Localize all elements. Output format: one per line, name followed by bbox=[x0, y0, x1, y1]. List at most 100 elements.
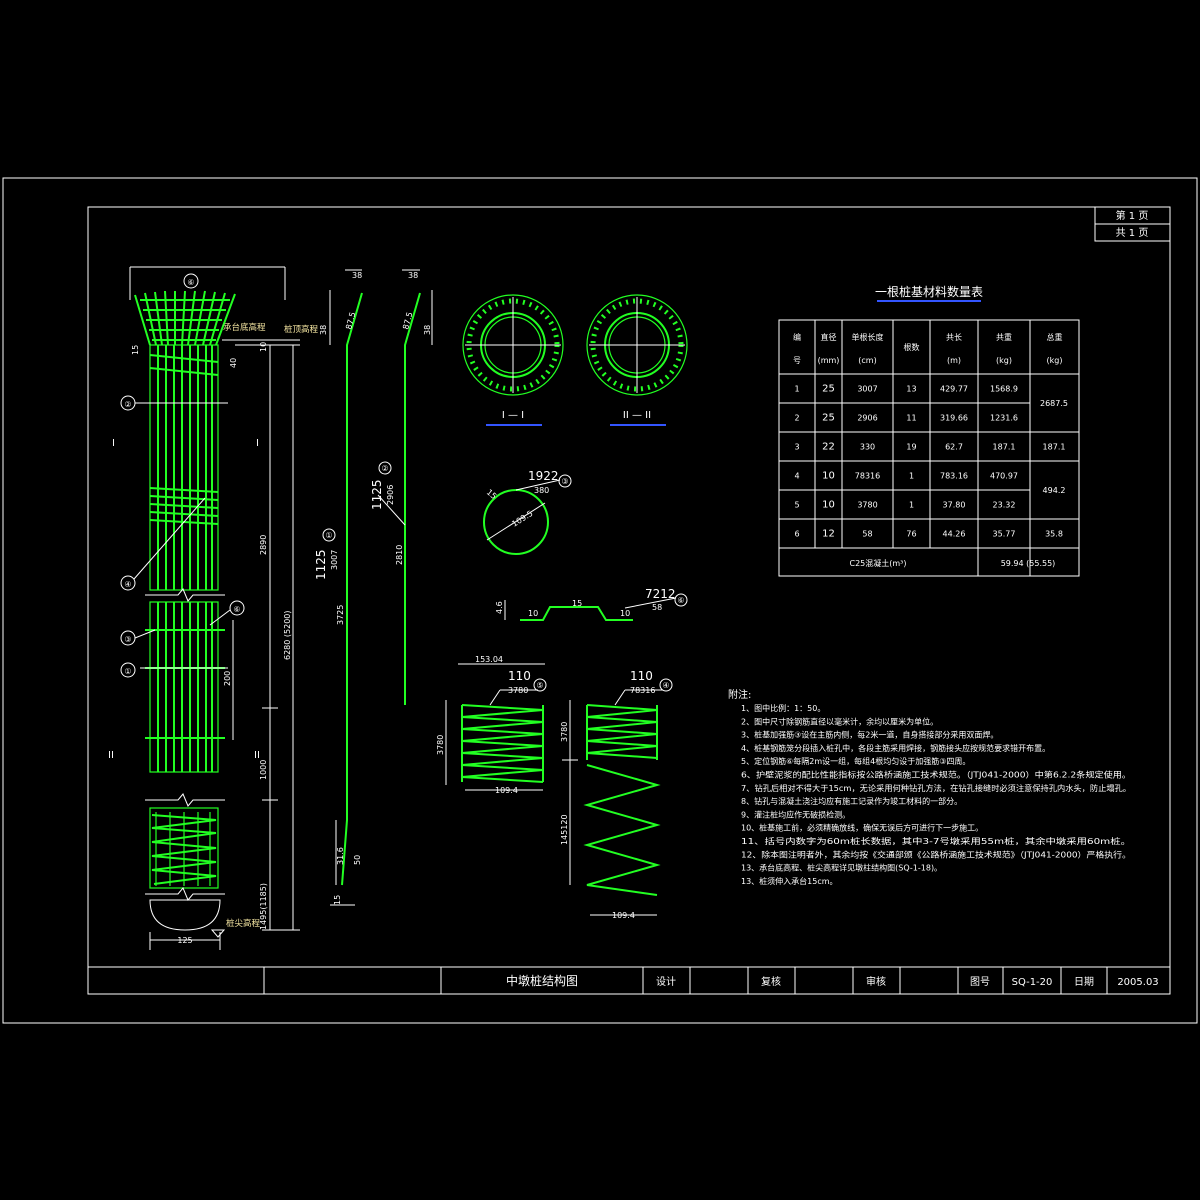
table-cell: 22 bbox=[822, 442, 835, 453]
note-item: 13、桩须伸入承台15cm。 bbox=[741, 876, 838, 886]
dim-40: 40 bbox=[229, 358, 238, 368]
table-cell: 4 bbox=[794, 472, 799, 481]
table-cell: 6 bbox=[794, 530, 799, 539]
table-cell: 187.1 bbox=[993, 443, 1016, 452]
table-cell: 5 bbox=[794, 501, 799, 510]
date-label: 日期 bbox=[1074, 976, 1094, 988]
table-cell: 2906 bbox=[857, 414, 877, 423]
table-cell: 470.97 bbox=[990, 472, 1018, 481]
bar1-hook-dim: 38 bbox=[319, 325, 328, 335]
spiral5-sub: 3780 bbox=[508, 686, 528, 695]
table-cell: 1 bbox=[909, 501, 914, 510]
pile-top-label: 桩顶高程 bbox=[284, 324, 319, 335]
table-cell: 3007 bbox=[857, 385, 877, 394]
spiral-5-detail: 153.04 3780 109.4 110 3780 ⑤ bbox=[436, 655, 547, 795]
note-item: 5、定位钢筋⑥每隔2m设一组，每组4根均匀设于加强筋③四周。 bbox=[741, 756, 970, 766]
stirrup-sub: 58 bbox=[652, 603, 662, 612]
table-cell: 1 bbox=[794, 385, 799, 394]
sheet-number: 第 1 页 bbox=[1116, 209, 1149, 222]
table-cell: 78316 bbox=[855, 472, 880, 481]
callout-3: ③ bbox=[124, 635, 131, 644]
table-cell: 10 bbox=[822, 471, 835, 482]
ring-sub: 380 bbox=[534, 486, 549, 495]
stirrup-callout: ⑥ bbox=[677, 596, 684, 605]
bar1-end: 15 bbox=[333, 895, 342, 905]
table-cell: 23.32 bbox=[993, 501, 1016, 510]
notes-title: 附注: bbox=[728, 688, 751, 701]
callout-1: ① bbox=[124, 667, 131, 676]
table-cell: 10 bbox=[822, 500, 835, 511]
table-title: 一根桩基材料数量表 bbox=[875, 284, 983, 299]
table-total: 35.8 bbox=[1045, 530, 1063, 539]
dim-total: 6280 (5200) bbox=[283, 610, 292, 660]
table-cell: 330 bbox=[860, 443, 875, 452]
pile-tip-label: 桩尖高程 bbox=[226, 918, 261, 929]
note-item: 7、钻孔后相对不得大于15cm，无论采用何种钻孔方法，在钻孔接缝时必须注意保持孔… bbox=[741, 783, 1131, 793]
callout-6-side: ⑥ bbox=[233, 605, 240, 614]
table-cell: 11 bbox=[906, 414, 916, 423]
stirrup-c: 10 bbox=[620, 609, 630, 618]
table-cell: 35.77 bbox=[993, 530, 1016, 539]
review-label: 复核 bbox=[761, 975, 781, 988]
table-cell: 37.80 bbox=[943, 501, 966, 510]
bar1-bdim: 50 bbox=[353, 855, 362, 865]
table-header: 总重 bbox=[1047, 332, 1063, 342]
table-header-unit: 号 bbox=[793, 356, 801, 365]
pile-elevation: ⑥ ② ④ ③ ① ⑥ I I II II 承台底高程 桩顶高程 桩尖高程 28 bbox=[108, 266, 319, 950]
table-cell: 2 bbox=[794, 414, 799, 423]
note-item: 13、承台底高程、桩尖高程详见墩柱结构图(SQ-1-18)。 bbox=[741, 863, 942, 873]
bar2-bend: 87.5 bbox=[401, 311, 414, 331]
section-mark-I-right: I bbox=[256, 438, 259, 449]
spiral4-h2: 145120 bbox=[560, 814, 569, 845]
table-header: 根数 bbox=[904, 342, 920, 352]
bar1-top-dim: 38 bbox=[352, 271, 362, 280]
table-total: 494.2 bbox=[1043, 486, 1066, 495]
bar1-sub: 3007 bbox=[330, 550, 339, 570]
table-header: 单根长度 bbox=[852, 332, 884, 342]
section-I-I: I — I bbox=[462, 294, 564, 426]
section-II-II: II — II bbox=[586, 294, 688, 426]
stirrup-h: 4.6 bbox=[495, 601, 504, 614]
table-cell: 1231.6 bbox=[990, 414, 1018, 423]
section-II-title: II — II bbox=[623, 410, 651, 421]
note-item: 1、图中比例：1：50。 bbox=[741, 703, 825, 713]
table-cell: 1568.9 bbox=[990, 385, 1018, 394]
bar2-length: 1125 bbox=[370, 479, 384, 510]
drawing-no: SQ-1-20 bbox=[1012, 977, 1053, 988]
bar1-callout: ① bbox=[325, 531, 332, 540]
sheet-total: 共 1 页 bbox=[1116, 227, 1149, 239]
page-counter: 第 1 页 共 1 页 bbox=[1094, 206, 1171, 242]
notes: 附注: 1、图中比例：1：50。2、图中尺寸除钢筋直径以毫米计，余均以厘米为单位… bbox=[728, 688, 1131, 886]
table-cell: 19 bbox=[906, 443, 916, 452]
note-item: 8、钻孔与混凝土浇注均应有施工记录作为竣工材料的一部分。 bbox=[741, 796, 962, 806]
drawing-no-label: 图号 bbox=[970, 976, 990, 988]
table-total: 187.1 bbox=[1043, 443, 1066, 452]
outer-border bbox=[2, 177, 1198, 1024]
spiral4-h1: 3780 bbox=[560, 722, 569, 742]
table-cell: 429.77 bbox=[940, 385, 968, 394]
note-item: 3、桩基加强筋③设在主筋内侧，每2米一道，自身搭接部分采用双面焊。 bbox=[741, 730, 998, 740]
stirrup-a: 10 bbox=[528, 609, 538, 618]
bar1-bottom: 31.6 bbox=[336, 847, 345, 865]
spiral4-w: 109.4 bbox=[612, 911, 635, 920]
spiral5-w: 109.4 bbox=[495, 786, 518, 795]
bar2-hook-dim: 38 bbox=[423, 325, 432, 335]
ring-dia: 109.5 bbox=[510, 509, 534, 529]
drawing-title: 中墩桩结构图 bbox=[506, 973, 578, 988]
callout-6-top: ⑥ bbox=[187, 278, 194, 287]
dim-10: 10 bbox=[259, 342, 268, 352]
table-cell: 58 bbox=[862, 530, 872, 539]
table-cell: 319.66 bbox=[940, 414, 968, 423]
bar2-top-dim: 38 bbox=[408, 271, 418, 280]
title-block: 中墩桩结构图 设计 复核 审核 图号 SQ-1-20 日期 2005.03 bbox=[88, 966, 1170, 994]
date: 2005.03 bbox=[1117, 977, 1158, 988]
stirrup-detail: 10 15 10 4.6 7212 58 ⑥ bbox=[495, 587, 688, 621]
concrete-label: C25混凝土(m³) bbox=[849, 558, 906, 568]
table-cell: 62.7 bbox=[945, 443, 963, 452]
table-cell: 25 bbox=[822, 413, 835, 424]
main-bar-details: 38 38 87.5 1125 3007 ① 3725 31.6 50 15 3… bbox=[314, 269, 433, 906]
spiral5-callout: ⑤ bbox=[536, 681, 543, 690]
spiral5-width: 153.04 bbox=[475, 655, 503, 664]
table-header-unit: (cm) bbox=[858, 356, 876, 365]
